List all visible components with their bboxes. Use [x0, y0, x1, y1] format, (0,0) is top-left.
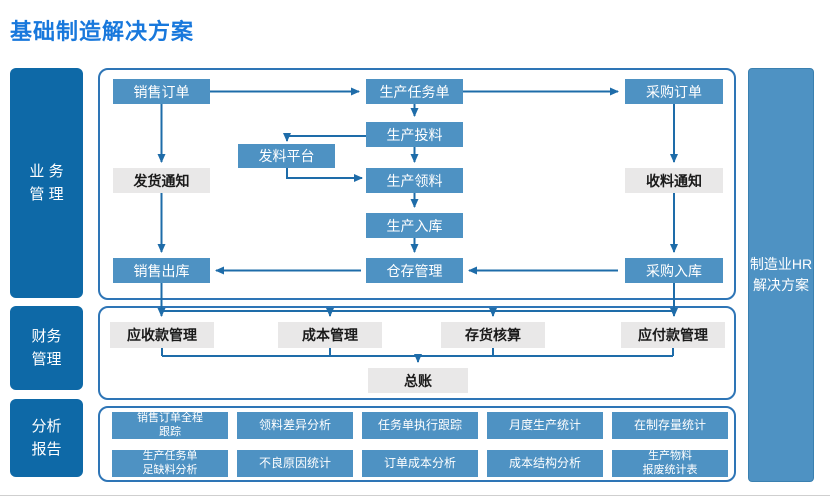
report-box-sales-order-tracking: 销售订单全程 跟踪 [112, 412, 228, 439]
flow-box-production-feeding: 生产投料 [366, 122, 463, 147]
finance-box-inventory-accounting: 存货核算 [441, 322, 545, 348]
page-title: 基础制造解决方案 [10, 19, 195, 44]
report-box-material-shortage: 生产任务单 足缺料分析 [112, 450, 228, 477]
report-box-monthly-production: 月度生产统计 [487, 412, 603, 439]
flow-box-purchase-inbound: 采购入库 [625, 258, 723, 283]
flow-box-production-task-order: 生产任务单 [366, 79, 463, 104]
flow-box-receipt-notice: 收料通知 [625, 168, 723, 193]
flow-box-sales-order: 销售订单 [113, 79, 210, 104]
panel-analysis [98, 406, 736, 482]
finance-box-general-ledger: 总账 [368, 368, 468, 393]
sidebar-section-business: 业 务 管 理 [10, 68, 83, 298]
finance-box-receivables: 应收款管理 [110, 322, 214, 348]
finance-box-cost-management: 成本管理 [278, 322, 382, 348]
hr-solution-panel: 制造业HR 解决方案 [748, 68, 814, 482]
flow-box-delivery-notice: 发货通知 [113, 168, 210, 193]
flow-box-material-issue-platform: 发料平台 [238, 144, 335, 168]
flow-box-sales-outbound: 销售出库 [113, 258, 210, 283]
report-box-cost-structure: 成本结构分析 [487, 450, 603, 477]
report-box-defect-cause: 不良原因统计 [237, 450, 353, 477]
panel-business [98, 68, 736, 300]
report-box-material-scrap: 生产物料 报废统计表 [612, 450, 728, 477]
report-box-task-execution: 任务单执行跟踪 [362, 412, 478, 439]
flow-box-warehouse-management: 仓存管理 [366, 258, 463, 283]
flow-box-production-picking: 生产领料 [366, 168, 463, 193]
report-box-wip-inventory: 在制存量统计 [612, 412, 728, 439]
report-box-order-cost: 订单成本分析 [362, 450, 478, 477]
flow-box-purchase-order: 采购订单 [625, 79, 723, 104]
panel-finance [98, 306, 736, 400]
sidebar-section-analysis: 分析 报告 [10, 399, 83, 477]
flow-box-production-inbound: 生产入库 [366, 213, 463, 238]
bottom-divider [0, 495, 830, 496]
finance-box-payables: 应付款管理 [621, 322, 725, 348]
sidebar-section-finance: 财务 管理 [10, 306, 83, 390]
report-box-picking-variance: 领料差异分析 [237, 412, 353, 439]
